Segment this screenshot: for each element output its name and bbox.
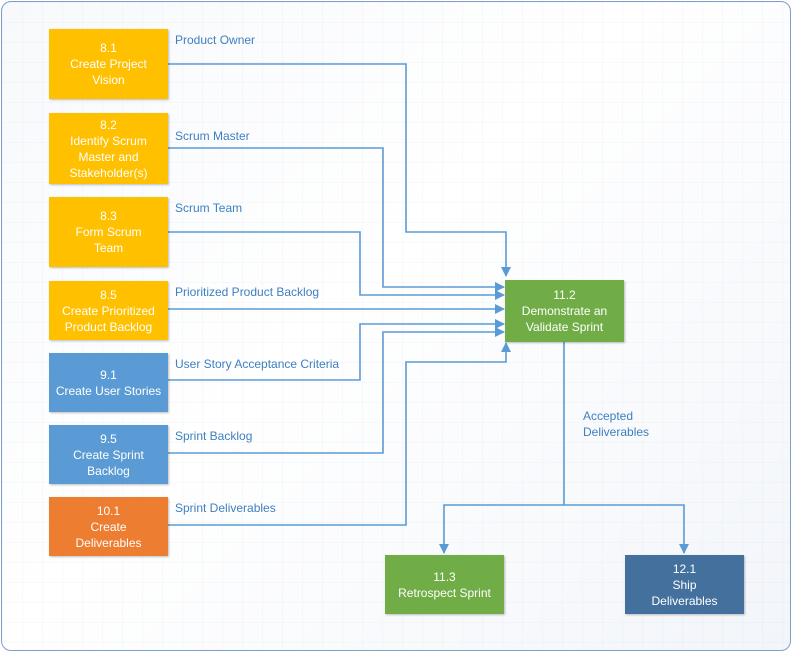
connector-product-owner [168,63,511,277]
process-title: Create Project Vision [70,57,147,87]
connector-label-scrum-team: Scrum Team [175,201,243,215]
connector-label-prioritized-product-backlog: Prioritized Product Backlog [175,285,320,299]
connector-label-sprint-backlog: Sprint Backlog [175,429,253,443]
process-id: 10.1 [96,503,121,518]
process-title: Create Sprint Backlog [73,447,144,478]
connector-label-sprint-deliverables: Sprint Deliverables [175,501,276,515]
connector-scrum-team [168,231,505,300]
process-id: 8.1 [100,41,117,55]
process-title: Demonstrate an Validate Sprint [521,304,608,334]
connector-to-retrospect [439,504,564,554]
connector-to-ship [564,504,689,554]
process-box-9-5: 9.5 Create Sprint Backlog [49,425,168,484]
process-box-8-2: 8.2 Identify Scrum Master and Stakeholde… [49,113,168,184]
process-title: Create Prioritized Product Backlog [62,303,155,334]
process-title: Identify Scrum Master and Stakeholder(s) [69,133,148,180]
connector-sprint-deliverables [168,342,511,526]
process-box-12-1: 12.1 Ship Deliverables [625,555,744,614]
connector-sprint-backlog [168,327,505,454]
process-title: Create Deliverables [75,519,142,550]
process-id: 8.2 [100,117,117,132]
process-id: 11.2 [553,288,576,302]
process-id: 9.5 [100,431,117,446]
process-id: 8.3 [100,209,117,223]
connector-user-story-acceptance-criteria [168,319,505,381]
process-title: Ship Deliverables [651,577,718,608]
process-box-8-3: 8.3 Form Scrum Team [49,197,168,267]
connector-label-product-owner: Product Owner [175,33,256,47]
process-box-11-3: 11.3 Retrospect Sprint [385,555,504,614]
process-id: 12.1 [672,561,697,576]
process-id: 8.5 [100,287,117,302]
process-box-9-1: 9.1 Create User Stories [49,353,168,412]
process-box-10-1: 10.1 Create Deliverables [49,497,168,556]
connector-label-accepted-deliverables: Accepted Deliverables [583,409,650,439]
connector-label-user-story-acceptance-criteria: User Story Acceptance Criteria [175,357,340,371]
process-box-11-2: 11.2 Demonstrate an Validate Sprint [505,280,624,342]
process-id: 11.3 [433,569,456,584]
process-id: 9.1 [100,367,117,382]
connector-scrum-master [168,147,505,292]
process-title: Form Scrum Team [75,225,142,255]
process-box-8-5: 8.5 Create Prioritized Product Backlog [49,281,168,340]
process-title: Create User Stories [55,383,162,398]
process-title: Retrospect Sprint [398,585,491,600]
process-box-8-1: 8.1 Create Project Vision [49,29,168,99]
connector-label-scrum-master: Scrum Master [175,129,250,143]
